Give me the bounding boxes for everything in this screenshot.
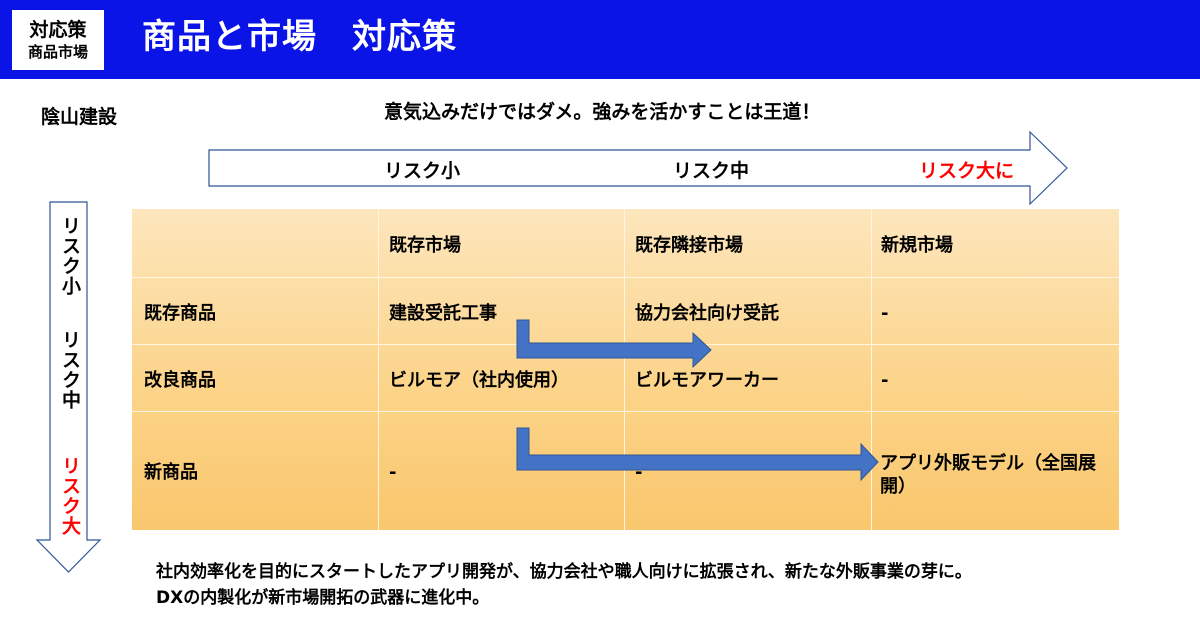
risk-mid-label: リスク中	[673, 160, 750, 182]
grid-divider	[871, 209, 872, 530]
page-title: 商品と市場 対応策	[142, 17, 457, 57]
flow-arrow-to-adjacent-market	[516, 319, 712, 369]
company-name: 陰山建設	[41, 106, 118, 128]
badge-line-2: 商品市場	[27, 43, 88, 61]
horizontal-risk-arrow	[208, 130, 1068, 206]
matrix-cell: ビルモアワーカー	[635, 370, 779, 391]
row-label-existing-product: 既存商品	[144, 303, 216, 324]
grid-divider	[132, 411, 1119, 412]
vertical-risk-arrow	[35, 201, 102, 573]
column-header-adjacent-market: 既存隣接市場	[635, 235, 743, 256]
column-header-existing-market: 既存市場	[389, 235, 461, 256]
flow-arrow-to-new-market	[516, 427, 879, 482]
grid-divider	[132, 277, 1119, 278]
matrix-cell: -	[635, 462, 643, 483]
matrix-cell: アプリ外販モデル（全国展開）	[880, 453, 1096, 497]
grid-divider	[378, 209, 379, 530]
matrix-cell: -	[389, 462, 397, 483]
matrix-cell: 協力会社向け受託	[635, 303, 779, 324]
product-market-matrix: 既存市場 既存隣接市場 新規市場 既存商品 建設受託工事 協力会社向け受託 - …	[132, 209, 1119, 530]
matrix-cell: 建設受託工事	[389, 303, 497, 324]
summary-note-2: DXの内製化が新市場開拓の武器に進化中。	[156, 588, 490, 608]
risk-low-label: リスク小	[384, 160, 461, 182]
row-label-improved-product: 改良商品	[144, 370, 216, 391]
risk-high-label: リスク大に	[919, 160, 1015, 182]
header-bar: 対応策 商品市場 商品と市場 対応策	[0, 0, 1200, 79]
slogan: 意気込みだけではダメ。強みを活かすことは王道！	[384, 101, 821, 123]
vertical-risk-mid-label: リスク中	[59, 330, 81, 410]
matrix-cell: -	[881, 370, 889, 391]
grid-divider	[624, 209, 625, 530]
section-badge: 対応策 商品市場	[12, 10, 104, 70]
badge-line-1: 対応策	[29, 19, 87, 41]
matrix-cell: -	[881, 303, 889, 324]
summary-note-1: 社内効率化を目的にスタートしたアプリ開発が、協力会社や職人向けに拡張され、新たな…	[156, 562, 972, 582]
matrix-cell: ビルモア（社内使用）	[389, 370, 569, 391]
column-header-new-market: 新規市場	[881, 235, 953, 256]
row-label-new-product: 新商品	[144, 462, 198, 483]
vertical-risk-high-label: リスク大	[59, 456, 81, 536]
vertical-risk-low-label: リスク小	[59, 216, 81, 296]
